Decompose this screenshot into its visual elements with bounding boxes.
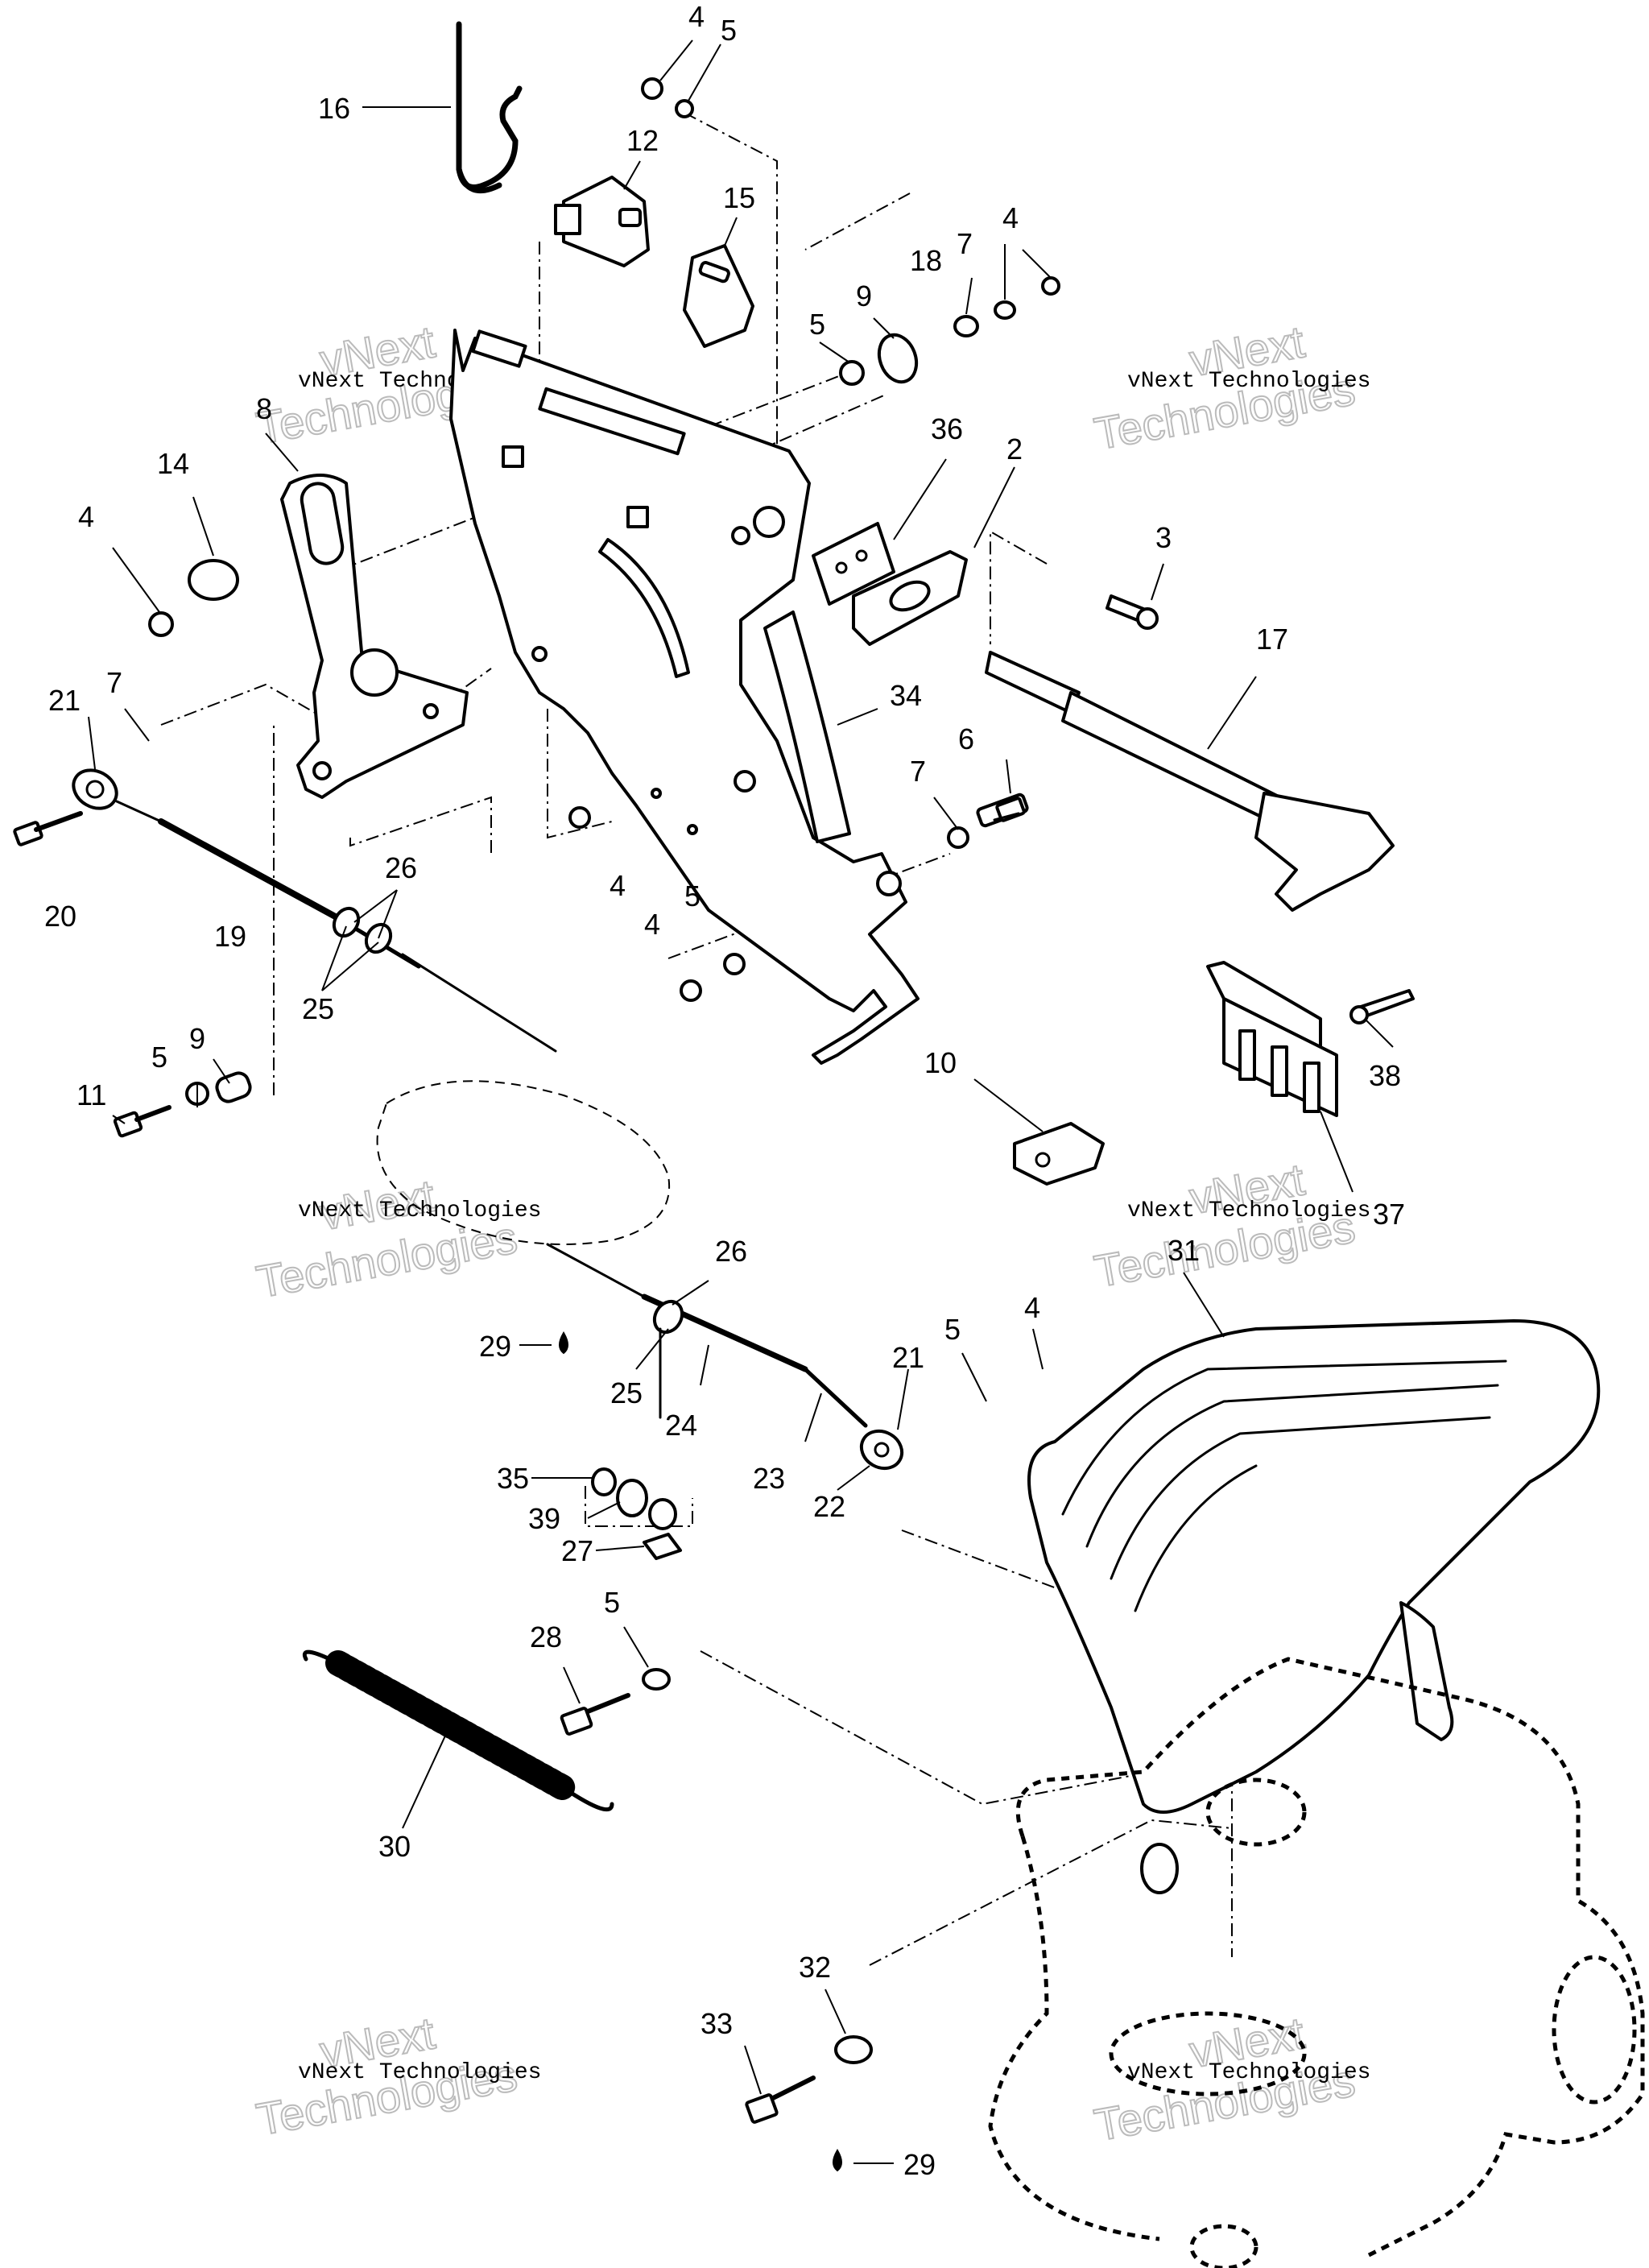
callout-label: 25 — [610, 1376, 643, 1409]
callout-label: 4 — [1002, 201, 1019, 234]
callout-label: 7 — [106, 666, 122, 699]
watermark-top-right: vNext Technologies vNext Technologies — [1089, 315, 1370, 460]
watermark-middle-right: vNext Technologies vNext Technologies — [1089, 1153, 1370, 1297]
leader-lines — [88, 39, 1394, 2164]
slider-plate — [763, 610, 851, 843]
callout-label: 31 — [1168, 1234, 1200, 1267]
hardware-top — [148, 77, 1060, 1002]
main-bracket — [449, 329, 920, 1065]
brake-cable-upper — [72, 768, 557, 1053]
svg-text:vNext Technologies: vNext Technologies — [1127, 369, 1370, 394]
callout-label: 18 — [910, 244, 942, 277]
return-spring — [303, 1649, 614, 1812]
watermark-bottom-left: vNext Technologies vNext Technologies — [252, 2006, 542, 2146]
callout-label: 6 — [958, 722, 974, 755]
callout-label: 26 — [715, 1235, 747, 1268]
callout-label: 5 — [604, 1586, 620, 1619]
lube-drop-icon — [559, 1331, 842, 2172]
callout-label: 15 — [723, 181, 755, 214]
callout-label: 20 — [44, 900, 76, 933]
callout-label: 4 — [78, 500, 94, 533]
callout-label: 17 — [1256, 623, 1288, 656]
callout-label: 24 — [665, 1409, 697, 1442]
callout-label: 29 — [903, 2148, 936, 2181]
bolt-33 — [745, 2035, 873, 2124]
callout-label: 21 — [48, 684, 81, 717]
callout-label: 5 — [721, 14, 737, 47]
callout-label: 5 — [151, 1041, 167, 1074]
callout-label: 35 — [497, 1462, 529, 1495]
callout-label: 4 — [1024, 1291, 1040, 1324]
bolt-20 — [13, 811, 83, 846]
watermark-middle-left: vNext Technologies vNext Technologies — [252, 1169, 542, 1308]
svg-text:vNext Technologies: vNext Technologies — [298, 1198, 541, 1223]
callout-label: 28 — [530, 1620, 562, 1653]
brake-pedal — [985, 651, 1395, 912]
clip-10 — [1013, 1122, 1105, 1186]
svg-text:vNext Technologies: vNext Technologies — [298, 2060, 541, 2085]
callout-label: 36 — [931, 412, 963, 445]
callout-label: 37 — [1373, 1198, 1405, 1231]
callout-label: 4 — [688, 0, 705, 33]
clamp — [683, 244, 754, 348]
drive-housing-outline — [988, 1657, 1645, 2268]
spring-clip — [812, 522, 895, 606]
callout-label: 3 — [1155, 521, 1172, 554]
grommet — [562, 176, 650, 267]
callout-label: 34 — [890, 679, 922, 712]
callout-label: 9 — [856, 279, 872, 312]
wire-hook — [456, 21, 523, 190]
lever-slot — [300, 482, 345, 565]
callout-label: 7 — [957, 227, 973, 260]
callout-label: 39 — [528, 1502, 560, 1535]
callout-label: 23 — [753, 1462, 785, 1495]
callout-label: 5 — [944, 1313, 961, 1346]
callout-label: 9 — [189, 1022, 205, 1055]
callout-label: 5 — [684, 879, 701, 913]
bolt-6 — [993, 797, 1026, 822]
svg-text:vNext Technologies: vNext Technologies — [1127, 2060, 1370, 2085]
callout-label: 29 — [479, 1330, 511, 1363]
callout-label: 38 — [1369, 1059, 1401, 1092]
callout-label: 22 — [813, 1490, 845, 1523]
callout-label: 27 — [561, 1534, 593, 1567]
callout-label: 4 — [610, 869, 626, 902]
callout-label: 30 — [378, 1830, 411, 1863]
callout-label: 8 — [256, 392, 272, 425]
cable-loop — [376, 1080, 671, 1245]
callout-label: 14 — [157, 447, 189, 480]
callout-labels: 16 4 5 12 15 4 7 18 9 5 36 2 8 14 4 3 17… — [44, 0, 1405, 2181]
callout-label: 11 — [76, 1078, 106, 1111]
svg-text:vNext Technologies: vNext Technologies — [1127, 1198, 1370, 1223]
brake-cover — [1027, 1319, 1601, 1894]
bolt-28 — [560, 1668, 671, 1736]
callout-label: 26 — [385, 851, 417, 884]
adjuster-kit — [591, 1467, 682, 1560]
callout-label: 21 — [892, 1341, 924, 1374]
callout-label: 5 — [809, 308, 825, 341]
brake-cable-lower — [546, 1243, 904, 1471]
callout-label: 33 — [701, 2007, 733, 2040]
callout-label: 12 — [626, 124, 659, 157]
callout-label: 16 — [318, 92, 350, 125]
callout-label: 19 — [214, 920, 246, 953]
guard-plate — [1206, 961, 1415, 1117]
callout-label: 7 — [910, 755, 926, 788]
callout-label: 10 — [924, 1046, 957, 1079]
callout-label: 2 — [1006, 432, 1023, 466]
callout-label: 32 — [799, 1951, 831, 1984]
callout-label: 25 — [302, 992, 334, 1025]
bolt-11 — [113, 1071, 252, 1138]
callout-label: 4 — [644, 908, 660, 941]
